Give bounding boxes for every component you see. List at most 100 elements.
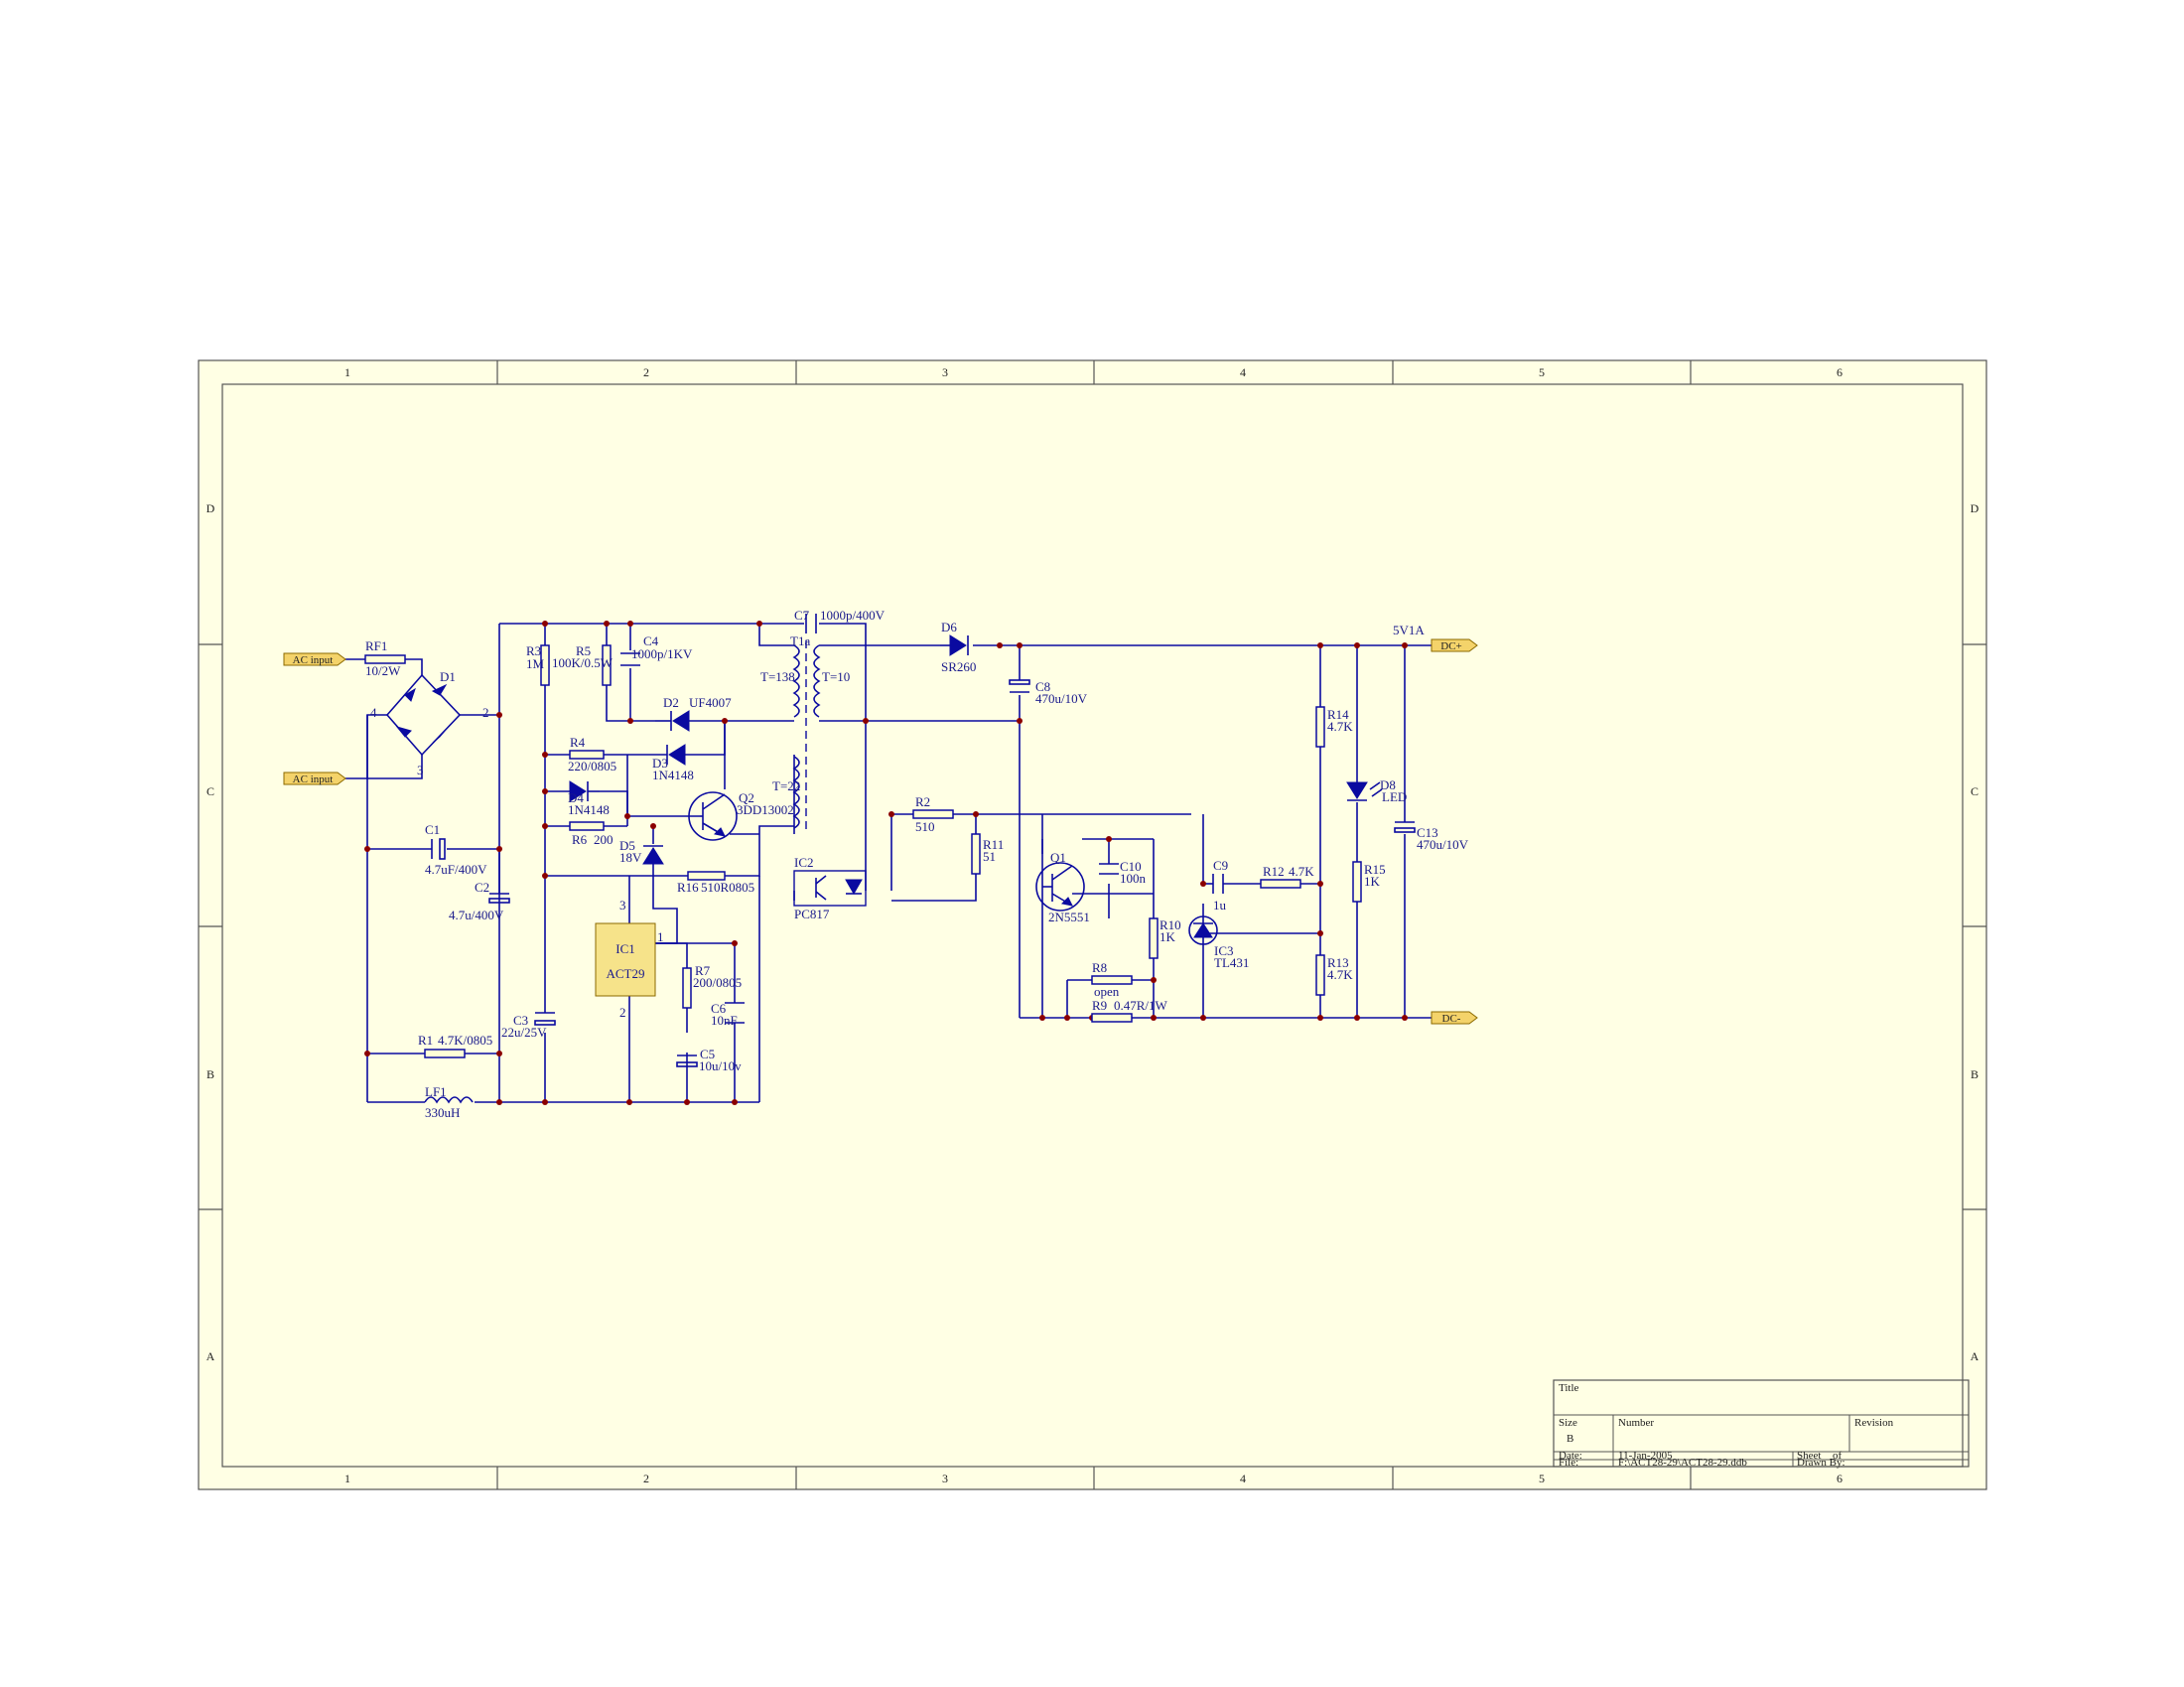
r1-ref: R1 bbox=[418, 1033, 433, 1048]
zone-col-6-top: 6 bbox=[1837, 365, 1843, 379]
port-dc-plus: DC+ bbox=[1431, 638, 1478, 652]
c5-value: 10u/10v bbox=[699, 1058, 742, 1073]
q2-value: 3DD13002 bbox=[737, 802, 794, 817]
r12-resistor: R12 4.7K bbox=[1260, 864, 1314, 889]
d2-ref: D2 bbox=[663, 695, 679, 710]
q1-value: 2N5551 bbox=[1048, 910, 1090, 924]
r4-ref: R4 bbox=[570, 735, 586, 750]
d4-diode: D4 1N4148 bbox=[568, 780, 610, 817]
r10-resistor: R10 1K bbox=[1149, 917, 1181, 959]
wires bbox=[345, 623, 1432, 1103]
r8-resistor: R8 open bbox=[1091, 960, 1133, 999]
revision-label: Revision bbox=[1854, 1417, 1894, 1429]
r10-value: 1K bbox=[1160, 929, 1176, 944]
title-label: Title bbox=[1559, 1382, 1579, 1394]
lf1-value: 330uH bbox=[425, 1105, 460, 1120]
c6-capacitor: C6 10nF bbox=[711, 1001, 745, 1028]
d8-ref: D8 bbox=[1380, 777, 1396, 792]
c5-ref: C5 bbox=[700, 1047, 715, 1061]
c1-capacitor: C1 4.7uF/400V bbox=[425, 822, 487, 877]
ic3-value: TL431 bbox=[1214, 955, 1249, 970]
zone-row-b-right: B bbox=[1971, 1067, 1979, 1081]
title-block: Title Size B Number Revision Date: 11-Ja… bbox=[1553, 1379, 1970, 1469]
c8-capacitor: C8 470u/10V bbox=[1009, 679, 1088, 706]
c10-ref: C10 bbox=[1120, 859, 1142, 874]
zone-dividers bbox=[199, 360, 1986, 1489]
c8-value: 470u/10V bbox=[1035, 691, 1088, 706]
r6-ref: R6 bbox=[572, 832, 588, 847]
c2-ref: C2 bbox=[475, 880, 489, 895]
d1-ref: D1 bbox=[440, 669, 456, 684]
c1-value: 4.7uF/400V bbox=[425, 862, 487, 877]
t1a-transformer: T1a T=138 T=10 T=22 bbox=[760, 633, 850, 834]
d5-ref: D5 bbox=[619, 838, 635, 853]
c2-value: 4.7u/400V bbox=[449, 908, 504, 922]
file-value: F:\ACT28-29\ACT28-29.ddb bbox=[1618, 1457, 1747, 1469]
output-rating-label: 5V1A bbox=[1393, 623, 1425, 637]
c13-capacitor: C13 470u/10V bbox=[1394, 821, 1469, 852]
zone-col-4-bottom: 4 bbox=[1240, 1472, 1246, 1485]
r5-value: 100K/0.5W bbox=[552, 655, 614, 670]
zone-col-5-top: 5 bbox=[1539, 365, 1545, 379]
c13-ref: C13 bbox=[1417, 825, 1438, 840]
ic1-pin3: 3 bbox=[619, 898, 626, 913]
c5-capacitor: C5 10u/10v bbox=[676, 1047, 742, 1073]
file-label: File: bbox=[1559, 1457, 1578, 1469]
c10-value: 100n bbox=[1120, 871, 1147, 886]
d5-value: 18V bbox=[619, 850, 642, 865]
r16-value: 510R0805 bbox=[701, 880, 754, 895]
zone-row-d-right: D bbox=[1971, 501, 1979, 515]
date-value: 11-Jan-2005 bbox=[1618, 1450, 1673, 1462]
r7-ref: R7 bbox=[695, 963, 711, 978]
ic2-ref: IC2 bbox=[794, 855, 814, 870]
r14-value: 4.7K bbox=[1327, 719, 1353, 734]
r12-value: 4.7K bbox=[1289, 864, 1314, 879]
r10-ref: R10 bbox=[1160, 917, 1181, 932]
port-dc-minus-label: DC- bbox=[1442, 1013, 1461, 1025]
t1a-aux-turns: T=22 bbox=[772, 778, 800, 793]
c13-value: 470u/10V bbox=[1417, 837, 1469, 852]
zone-row-c-right: C bbox=[1971, 784, 1979, 798]
port-dc-minus: DC- bbox=[1431, 1011, 1478, 1025]
ic2-value: PC817 bbox=[794, 907, 830, 921]
q1-transistor: Q1 2N5551 bbox=[1035, 850, 1090, 924]
r9-value: 0.47R/1W bbox=[1114, 998, 1168, 1013]
r5-resistor: R5 100K/0.5W bbox=[552, 643, 614, 686]
r6-resistor: R6 200 bbox=[569, 821, 614, 847]
c7-value: 1000p/400V bbox=[820, 608, 886, 623]
r13-resistor: R13 4.7K bbox=[1315, 954, 1353, 996]
c2-capacitor: C2 4.7u/400V bbox=[449, 880, 510, 922]
d1-pin4: 4 bbox=[370, 705, 377, 720]
c6-value: 10nF bbox=[711, 1013, 738, 1028]
c7-capacitor: C7 1000p/400V bbox=[794, 608, 886, 633]
d3-ref: D3 bbox=[652, 756, 668, 771]
r9-resistor: R9 0.47R/1W bbox=[1091, 998, 1168, 1023]
size-label: Size bbox=[1559, 1417, 1577, 1429]
r13-value: 4.7K bbox=[1327, 967, 1353, 982]
d2-diode: D2 UF4007 bbox=[655, 695, 732, 732]
zone-col-4-top: 4 bbox=[1240, 365, 1246, 379]
zone-labels: 1 2 3 4 5 6 1 2 3 4 5 6 D C B A D C B A bbox=[206, 365, 1979, 1485]
r5-ref: R5 bbox=[576, 643, 591, 658]
zone-row-a-right: A bbox=[1971, 1349, 1979, 1363]
drawn-by-label: Drawn By: bbox=[1797, 1457, 1845, 1469]
of-label: of bbox=[1833, 1450, 1843, 1462]
ic1-ref: IC1 bbox=[615, 941, 635, 956]
c6-ref: C6 bbox=[711, 1001, 727, 1016]
c4-value: 1000p/1KV bbox=[631, 646, 693, 661]
ic1-pin1: 1 bbox=[657, 929, 664, 944]
inner-border bbox=[221, 383, 1964, 1468]
r3-ref: R3 bbox=[526, 643, 541, 658]
c9-ref: C9 bbox=[1213, 858, 1228, 873]
rf1-value: 10/2W bbox=[365, 663, 401, 678]
r4-resistor: R4 220/0805 bbox=[568, 735, 616, 773]
lf1-ref: LF1 bbox=[425, 1084, 447, 1099]
zone-col-3-bottom: 3 bbox=[942, 1472, 948, 1485]
port-ac-input-1-label: AC input bbox=[293, 654, 334, 666]
date-label: Date: bbox=[1559, 1450, 1582, 1462]
ic1-controller: IC1 ACT29 3 1 2 bbox=[595, 898, 664, 1020]
zone-col-1-top: 1 bbox=[344, 365, 350, 379]
c10-capacitor: C10 100n bbox=[1099, 859, 1147, 886]
d4-ref: D4 bbox=[568, 790, 584, 805]
